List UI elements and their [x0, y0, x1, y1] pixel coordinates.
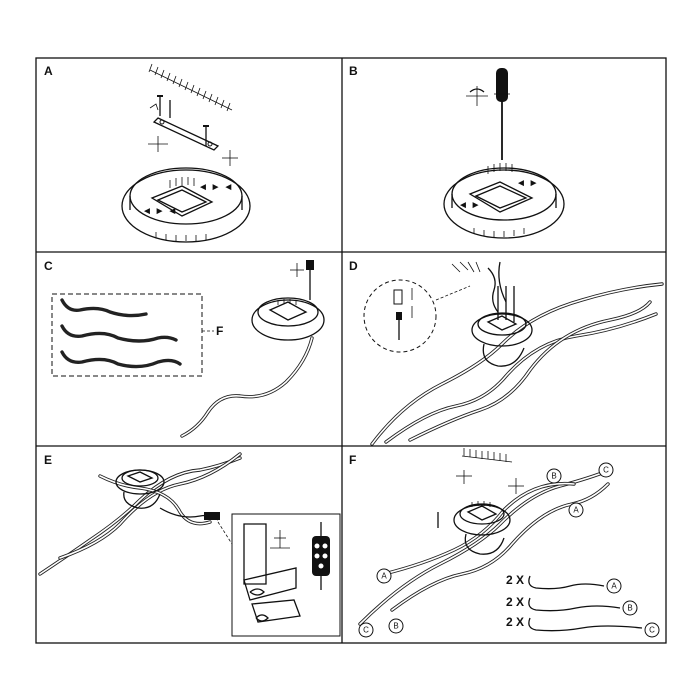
- ceiling-canopy: ◄ ► ◄ ◄ ► ◄: [121, 167, 251, 243]
- callout-c-top: C: [598, 462, 614, 478]
- mounting-bracket: [152, 117, 220, 151]
- canopy-marking-right: ◄ ► ◄: [198, 182, 233, 193]
- legend-row-b: 2 X B: [506, 595, 638, 616]
- screwdriver-rotation-icon: [148, 103, 238, 166]
- driver-detail-inset: [231, 513, 341, 637]
- callout-b-bottom-text: B: [393, 622, 398, 631]
- callout-b-top: B: [546, 468, 562, 484]
- fixture-hub-with-arms: [370, 282, 664, 446]
- canopy-marking-b-right: ◄ ►: [516, 178, 539, 189]
- canopy-marking-b-left: ◄ ►: [458, 200, 481, 211]
- callout-a-left: A: [376, 568, 392, 584]
- callout-a-left-text: A: [381, 572, 387, 581]
- panel-c-callout-label: F: [216, 324, 223, 338]
- callout-b-bottom: B: [388, 618, 404, 634]
- legend-row-c-qty: 2 X: [506, 615, 524, 629]
- panel-f-label: F: [349, 453, 356, 467]
- wire-bundle: [451, 261, 507, 313]
- connector-detail-callout: [363, 279, 471, 353]
- led-arm-options-callout: F: [51, 293, 223, 377]
- screw-icon: [157, 95, 209, 146]
- panel-d: D: [349, 259, 664, 446]
- ceiling-canopy-mounted: ◄ ► ◄ ►: [443, 163, 565, 239]
- legend-row-b-tag: B: [627, 604, 632, 613]
- panel-a-label: A: [44, 64, 53, 78]
- ceiling-hatch: [148, 63, 233, 112]
- screwdriver-icon: [494, 68, 510, 160]
- legend-row-c-tag: C: [649, 626, 655, 635]
- canopy-with-cable: [251, 260, 325, 341]
- panel-d-label: D: [349, 259, 358, 273]
- legend-row-a-tag: A: [611, 582, 617, 591]
- fixture-assembled: [358, 468, 612, 626]
- legend-row-a-qty: 2 X: [506, 573, 524, 587]
- callout-a-right-text: A: [573, 506, 579, 515]
- callout-c-bottom: C: [358, 622, 374, 638]
- arm-quantity-legend: 2 X A 2 X B 2 X C: [506, 573, 660, 638]
- panel-e: E: [38, 452, 341, 637]
- canopy-marking-left: ◄ ► ◄: [142, 206, 177, 217]
- panel-b: B ◄ ► ◄ ►: [349, 64, 565, 239]
- ceiling-hatch-f: [456, 448, 524, 494]
- panel-c-label: C: [44, 259, 53, 273]
- panel-e-label: E: [44, 453, 52, 467]
- sheet-frame: [35, 57, 667, 644]
- legend-row-b-qty: 2 X: [506, 595, 524, 609]
- legend-row-a: 2 X A: [506, 573, 622, 594]
- panel-a: A: [44, 63, 251, 243]
- panel-b-label: B: [349, 64, 358, 78]
- panel-c: C F: [44, 259, 325, 438]
- callout-b-top-text: B: [551, 472, 556, 481]
- callout-c-top-text: C: [603, 466, 609, 475]
- legend-row-c: 2 X C: [506, 615, 660, 638]
- fixture-full-view: [38, 452, 242, 576]
- callout-a-right: A: [568, 502, 584, 518]
- rotation-arrow-icon: [466, 86, 488, 106]
- panel-f: F B C: [349, 448, 660, 638]
- callout-c-bottom-text: C: [363, 626, 369, 635]
